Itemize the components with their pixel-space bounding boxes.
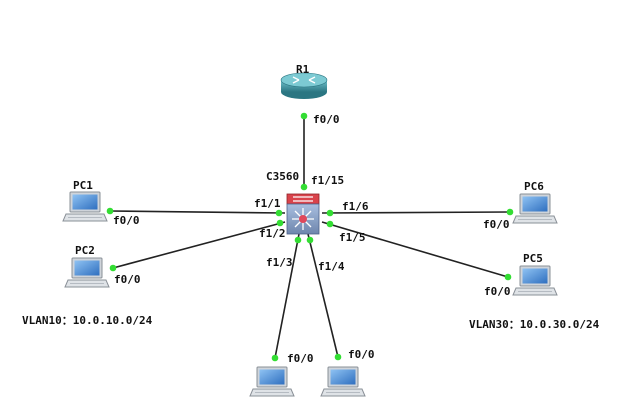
router-r1[interactable] <box>280 72 328 99</box>
sw-port-f1-15: f1/15 <box>311 174 344 187</box>
pc1[interactable] <box>62 191 108 222</box>
link-pc3-host-port-dot <box>271 354 279 362</box>
router-name: R1 <box>296 63 310 76</box>
pc6-name: PC6 <box>524 180 544 193</box>
port-dots-layer <box>106 112 514 362</box>
link-pc1-host-port-dot <box>106 207 114 215</box>
sw-port-f1-5: f1/5 <box>339 231 366 244</box>
link-pc4 <box>307 233 339 358</box>
pc3[interactable] <box>249 366 295 397</box>
link-pc2 <box>112 221 286 269</box>
link-pc2-switch-port-dot <box>276 219 284 227</box>
link-pc5-switch-port-dot <box>326 220 334 228</box>
link-pc1-switch-port-dot <box>275 209 283 217</box>
switch-name: C3560 <box>266 170 299 183</box>
link-pc3-switch-port-dot <box>294 236 302 244</box>
link-pc4-switch-port-dot <box>306 236 314 244</box>
link-pc3 <box>274 233 300 359</box>
pc6[interactable] <box>512 193 558 224</box>
pc5-name: PC5 <box>523 252 543 265</box>
vlan10-note: VLAN10：10.0.10.0/24 <box>22 314 153 327</box>
router-arrows-icon <box>292 76 316 84</box>
pc6-port-label: f0/0 <box>483 218 510 231</box>
switch-arrows-icon <box>293 196 313 202</box>
r1-port-label: f0/0 <box>313 113 340 126</box>
pc5[interactable] <box>512 265 558 296</box>
pc1-port-label: f0/0 <box>113 214 140 227</box>
sw-port-f1-2: f1/2 <box>259 227 286 240</box>
link-r1-host-port-dot <box>300 112 308 120</box>
pc4-port-label: f0/0 <box>348 348 375 361</box>
pc2[interactable] <box>64 257 110 288</box>
link-pc2-host-port-dot <box>109 264 117 272</box>
link-pc1 <box>109 210 286 214</box>
sw-port-f1-1: f1/1 <box>254 197 281 210</box>
pc4[interactable] <box>320 366 366 397</box>
pc3-port-label: f0/0 <box>287 352 314 365</box>
sw-port-f1-6: f1/6 <box>342 200 369 213</box>
link-pc6-switch-port-dot <box>326 209 334 217</box>
link-r1-switch-port-dot <box>300 183 308 191</box>
pc2-name: PC2 <box>75 244 95 257</box>
link-pc6-host-port-dot <box>506 208 514 216</box>
link-pc5-host-port-dot <box>504 273 512 281</box>
pc1-name: PC1 <box>73 179 93 192</box>
link-pc6 <box>321 211 511 214</box>
links-layer <box>109 116 511 359</box>
switch-c3560[interactable] <box>286 193 320 235</box>
pc5-port-label: f0/0 <box>484 285 511 298</box>
link-pc5 <box>321 221 509 278</box>
pc2-port-label: f0/0 <box>114 273 141 286</box>
sw-port-f1-3: f1/3 <box>266 256 293 269</box>
link-pc4-host-port-dot <box>334 353 342 361</box>
sw-port-f1-4: f1/4 <box>318 260 345 273</box>
vlan30-note: VLAN30：10.0.30.0/24 <box>469 318 600 331</box>
